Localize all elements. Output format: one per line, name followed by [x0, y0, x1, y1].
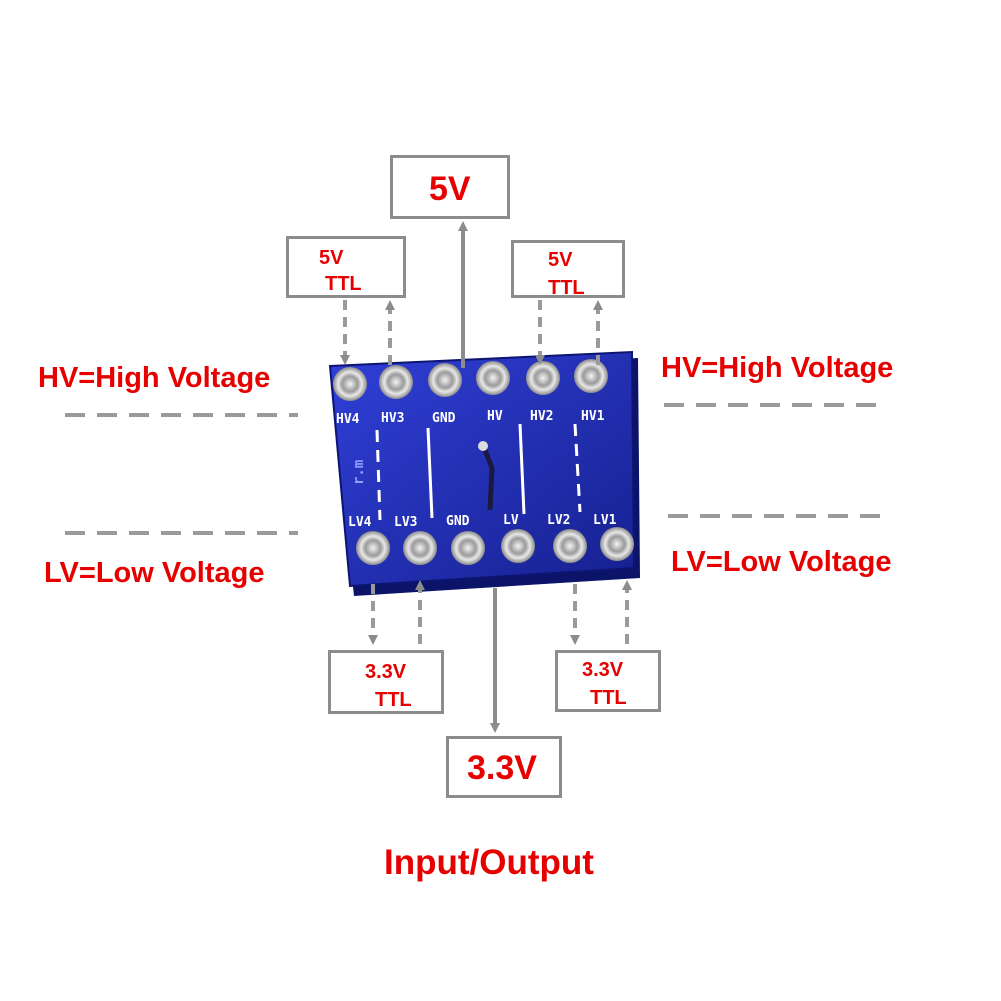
supply-3v3-label: 3.3V — [467, 749, 537, 787]
pin-label-lv: LV — [503, 513, 519, 528]
ttl-5v-right-ttl: TTL — [548, 277, 585, 299]
pin-label-lv2: LV2 — [547, 513, 570, 528]
ttl-3v3-right-box: 3.3V TTL — [555, 650, 661, 712]
silk-mark: r.m — [351, 460, 367, 485]
pin-label-hv2: HV2 — [530, 409, 553, 424]
ttl-5v-right-voltage: 5V — [548, 249, 573, 271]
ttl-3v3-left-box: 3.3V TTL — [328, 650, 444, 714]
ttl-3v3-right-ttl: TTL — [590, 687, 627, 709]
pad-lv2 — [553, 529, 587, 563]
pin-label-lv1: LV1 — [593, 513, 617, 528]
pad-lv3 — [403, 531, 437, 565]
pad-lv1 — [600, 527, 634, 561]
pin-label-lv4: LV4 — [348, 515, 372, 530]
lv-label-left: LV=Low Voltage — [44, 557, 265, 589]
ttl-5v-left-ttl: TTL — [325, 273, 362, 295]
hv-label-right: HV=High Voltage — [661, 352, 894, 384]
supply-5v-box: 5V — [390, 155, 510, 219]
pad-hv4 — [333, 367, 367, 401]
pin-label-hv: HV — [487, 409, 503, 424]
ttl-5v-left-voltage: 5V — [319, 247, 344, 269]
pad-lv4 — [356, 531, 390, 565]
ttl-5v-right-box: 5V TTL — [511, 240, 625, 299]
ttl-3v3-right-voltage: 3.3V — [582, 659, 624, 681]
pad-hv3 — [379, 365, 413, 399]
ttl-3v3-left-ttl: TTL — [375, 689, 412, 711]
pin-label-gnd-bottom: GND — [446, 514, 470, 529]
pin-label-hv1: HV1 — [581, 409, 605, 424]
pad-gnd-top — [428, 363, 462, 397]
supply-5v-label: 5V — [429, 170, 471, 208]
pad-hv — [476, 361, 510, 395]
pad-hv2 — [526, 361, 560, 395]
lv-label-right: LV=Low Voltage — [671, 546, 892, 578]
pad-hv1 — [574, 359, 608, 393]
caption: Input/Output — [384, 843, 594, 882]
pin-label-gnd-top: GND — [432, 411, 456, 426]
pad-lv — [501, 529, 535, 563]
pin-label-hv3: HV3 — [381, 411, 404, 426]
ttl-3v3-left-voltage: 3.3V — [365, 661, 407, 683]
level-shifter-board — [328, 350, 640, 596]
pad-gnd-bottom — [451, 531, 485, 565]
hv-label-left: HV=High Voltage — [38, 362, 271, 394]
pin-label-hv4: HV4 — [336, 412, 360, 427]
ttl-5v-left-box: 5V TTL — [286, 236, 406, 298]
supply-3v3-box: 3.3V — [446, 736, 562, 798]
pin-label-lv3: LV3 — [394, 515, 417, 530]
